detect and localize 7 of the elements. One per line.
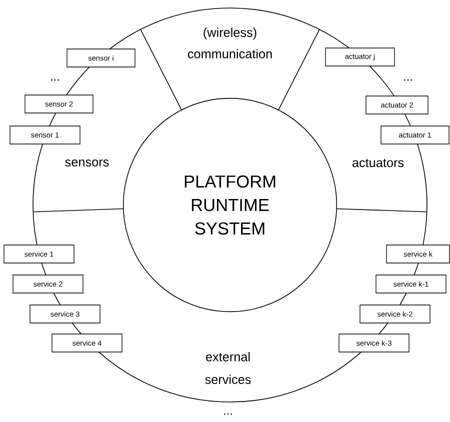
ellipsis: ... xyxy=(404,79,412,81)
sector-label: sensors xyxy=(65,160,109,166)
ellipsis: ... xyxy=(51,79,59,81)
sector-label: actuators xyxy=(352,158,404,168)
sector-label: (wireless) communication xyxy=(188,28,272,58)
sector-label: external services xyxy=(205,352,251,384)
ellipsis: ... xyxy=(224,413,232,415)
